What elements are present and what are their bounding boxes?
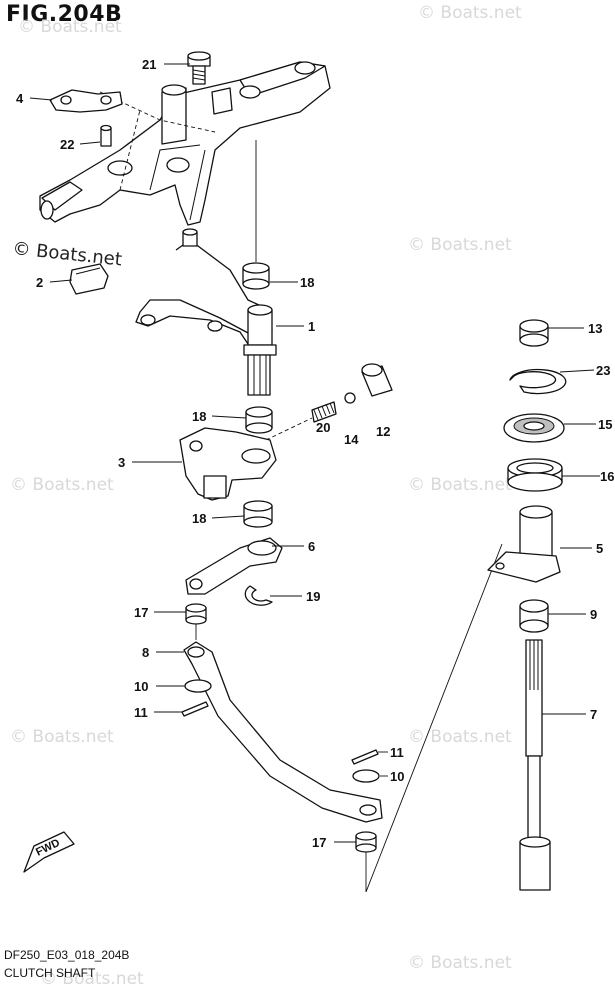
callout-14: 14 [344, 432, 359, 447]
callout-21: 21 [142, 57, 156, 72]
part-11-cotter-pin [181, 701, 209, 717]
watermark: © Boats.net [40, 969, 144, 988]
part-18-bushing [245, 406, 273, 434]
callout-3: 3 [118, 455, 125, 470]
callout-7: 7 [590, 707, 597, 722]
callout-23: 23 [596, 363, 610, 378]
watermark: © Boats.net [408, 475, 512, 495]
part-11-cotter-pin [351, 749, 379, 765]
callout-17: 17 [134, 605, 148, 620]
part-2-clip [69, 263, 109, 295]
part-10-washer [352, 769, 380, 783]
callout-17: 17 [312, 835, 326, 850]
callout-18: 18 [300, 275, 314, 290]
callout-18: 18 [192, 409, 206, 424]
watermark: © Boats.net [408, 727, 512, 747]
part-18-bushing [242, 262, 270, 290]
watermark: © Boats.net [408, 953, 512, 973]
watermark: © Boats.net [10, 727, 114, 747]
assembly-line [365, 543, 503, 893]
callout-13: 13 [588, 321, 602, 336]
diagram-caption: CLUTCH SHAFT [4, 966, 96, 980]
callout-8: 8 [142, 645, 149, 660]
part-22-pin [100, 124, 112, 147]
part-14-ball [344, 392, 356, 404]
callout-16: 16 [600, 469, 614, 484]
callout-5: 5 [596, 541, 603, 556]
figure-title: FIG.204B [6, 2, 123, 27]
part-19-clip [244, 585, 273, 606]
watermark-prominent: © Boats.net [11, 238, 122, 270]
part-23-circlip [509, 368, 567, 395]
callout-10: 10 [390, 769, 404, 784]
callout-9: 9 [590, 607, 597, 622]
callout-11: 11 [134, 705, 148, 720]
part-3-cam-block [179, 427, 277, 501]
part-5-housing [487, 505, 561, 583]
callout-6: 6 [308, 539, 315, 554]
watermark: © Boats.net [418, 3, 522, 23]
part-4-plate [49, 89, 123, 113]
diagram-code: DF250_E03_018_204B [4, 948, 130, 962]
part-1-shift-lever [135, 228, 277, 396]
part-16-seal [507, 458, 563, 492]
callout-18: 18 [192, 511, 206, 526]
part-20-spring [311, 401, 337, 423]
part-17-bushing [185, 603, 207, 625]
fwd-arrow: FWD [23, 831, 75, 873]
watermark: © Boats.net [10, 475, 114, 495]
part-4-bracket [39, 61, 331, 226]
callout-11: 11 [390, 745, 404, 760]
callout-12: 12 [376, 424, 390, 439]
part-8-rod [183, 641, 383, 823]
watermarks: © Boats.net © Boats.net © Boats.net © Bo… [10, 3, 522, 988]
part-17-bushing [355, 831, 377, 853]
callout-15: 15 [598, 417, 612, 432]
leader-lines [29, 63, 600, 843]
part-6-lever-arm [185, 537, 283, 595]
watermark: © Boats.net [408, 235, 512, 255]
part-12-sleeve [361, 363, 393, 397]
assembly-line [265, 417, 313, 441]
callout-1: 1 [308, 319, 315, 334]
part-15-bearing [503, 413, 565, 443]
callout-10: 10 [134, 679, 148, 694]
callout-numbers: 21 4 22 2 18 1 18 20 14 12 3 18 6 19 17 … [16, 57, 614, 850]
callout-2: 2 [36, 275, 43, 290]
part-18-bushing [243, 500, 273, 528]
callout-20: 20 [316, 420, 330, 435]
part-9-bushing [519, 599, 549, 633]
part-7-clutch-shaft [519, 639, 551, 891]
part-21-bolt [187, 51, 211, 85]
watermark: © Boats.net [18, 17, 122, 37]
callout-19: 19 [306, 589, 320, 604]
part-10-washer [184, 679, 212, 693]
part-13-plug [519, 319, 549, 347]
callout-4: 4 [16, 91, 24, 106]
callout-22: 22 [60, 137, 74, 152]
